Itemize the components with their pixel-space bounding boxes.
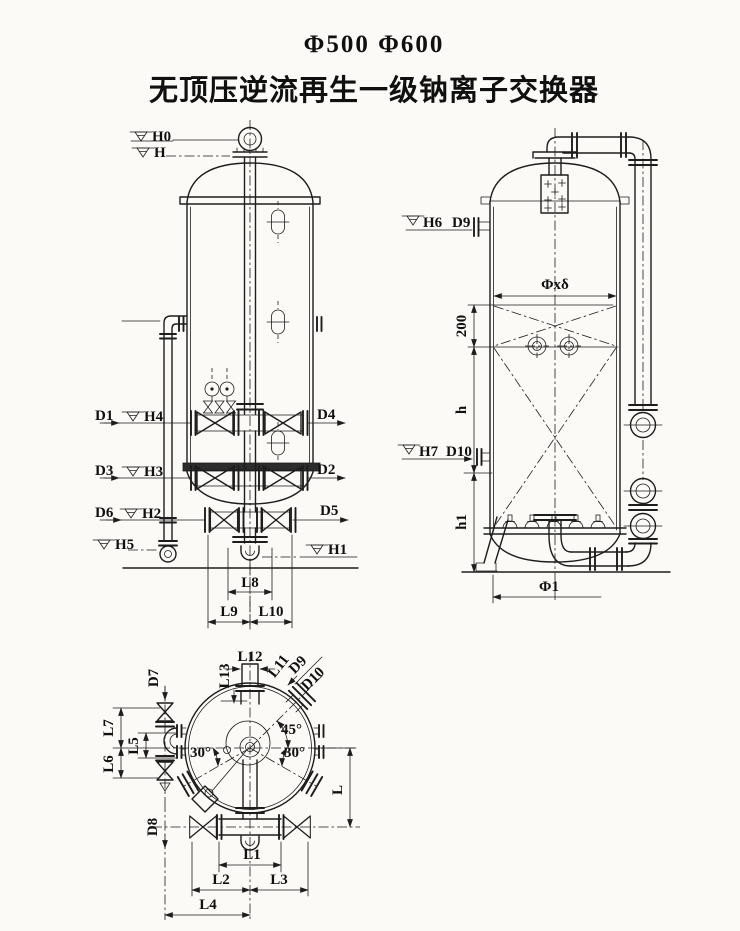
plan-label-d7: D7 xyxy=(146,668,162,687)
sight-glass xyxy=(266,300,290,344)
front-label-d5: D5 xyxy=(320,503,338,519)
side-view: H6 D9 Φxδ 200 h h1 H7 D10 xyxy=(397,128,671,604)
front-view: H0 H xyxy=(92,120,359,630)
side-label-h: h xyxy=(454,405,470,414)
plan-bottom-dimensions: L1 L2 L3 L4 xyxy=(164,841,309,920)
side-label-200: 200 xyxy=(454,315,470,338)
sight-glass xyxy=(266,421,290,465)
plan-bottom-piping xyxy=(152,759,360,851)
front-label-l10: L10 xyxy=(258,604,283,620)
front-label-h5: H5 xyxy=(115,537,134,553)
plan-label-l5: L5 xyxy=(126,737,142,755)
sight-glass xyxy=(266,200,290,244)
plan-label-l3: L3 xyxy=(270,872,288,888)
side-label-h7: H7 xyxy=(419,444,439,460)
plan-label-l11: L11 xyxy=(265,652,292,681)
side-label-h6: H6 xyxy=(423,215,443,231)
front-dimensions: L8 L9 L10 xyxy=(207,534,293,629)
side-label-phi1: Φ1 xyxy=(539,579,559,595)
plan-label-l13: L13 xyxy=(217,663,233,688)
front-label-h1: H1 xyxy=(328,542,347,558)
plan-label-30-left: 30° xyxy=(190,745,211,761)
side-label-phixd: Φxδ xyxy=(541,277,569,293)
diagonal-nozzle-d9-d10 xyxy=(285,681,317,713)
plan-left-dimensions: L7 L6 L5 xyxy=(101,707,178,779)
front-label-d3: D3 xyxy=(95,463,113,479)
pipe-line-h4: D1 H4 D4 xyxy=(95,407,345,436)
front-label-h4: H4 xyxy=(144,409,164,425)
plan-label-l4: L4 xyxy=(199,897,217,913)
level-mark-h xyxy=(131,147,155,158)
plan-d7-column: D7 xyxy=(146,668,178,802)
pipe-line-h2: D6 H2 D5 xyxy=(95,503,348,533)
front-label-d1: D1 xyxy=(95,408,113,424)
front-label-d4: D4 xyxy=(317,407,336,423)
plan-view: L12 L13 D9 D10 L11 45° 30° 30° xyxy=(101,649,360,920)
front-label-d6: D6 xyxy=(95,505,114,521)
front-label-h3: H3 xyxy=(144,464,163,480)
plan-label-45: 45° xyxy=(281,722,302,738)
plan-label-30-right: 30° xyxy=(284,745,305,761)
plan-label-l7: L7 xyxy=(101,719,117,737)
title-block: Φ500 Φ600 无顶压逆流再生一级钠离子交换器 xyxy=(149,31,599,107)
front-label-h: H xyxy=(154,145,166,161)
pipe-line-h3: D3 H3 D2 xyxy=(95,462,345,491)
plan-label-l: L xyxy=(330,785,346,795)
level-mark-h0 xyxy=(129,131,153,142)
plan-label-l6: L6 xyxy=(101,755,117,773)
plan-label-l2: L2 xyxy=(212,872,230,888)
pressure-gauges xyxy=(203,368,236,414)
side-label-d9: D9 xyxy=(452,215,470,231)
front-label-l9: L9 xyxy=(220,604,238,620)
front-label-l8: L8 xyxy=(241,575,259,591)
title-main: 无顶压逆流再生一级钠离子交换器 xyxy=(149,73,599,107)
title-sizes: Φ500 Φ600 xyxy=(304,31,445,58)
front-label-h0: H0 xyxy=(152,129,171,145)
plan-label-l12: L12 xyxy=(237,649,262,665)
side-label-d10: D10 xyxy=(446,444,472,460)
plan-label-l1: L1 xyxy=(243,847,261,863)
front-label-d2: D2 xyxy=(317,462,335,478)
front-label-h2: H2 xyxy=(142,506,161,522)
side-label-h1: h1 xyxy=(454,514,470,530)
